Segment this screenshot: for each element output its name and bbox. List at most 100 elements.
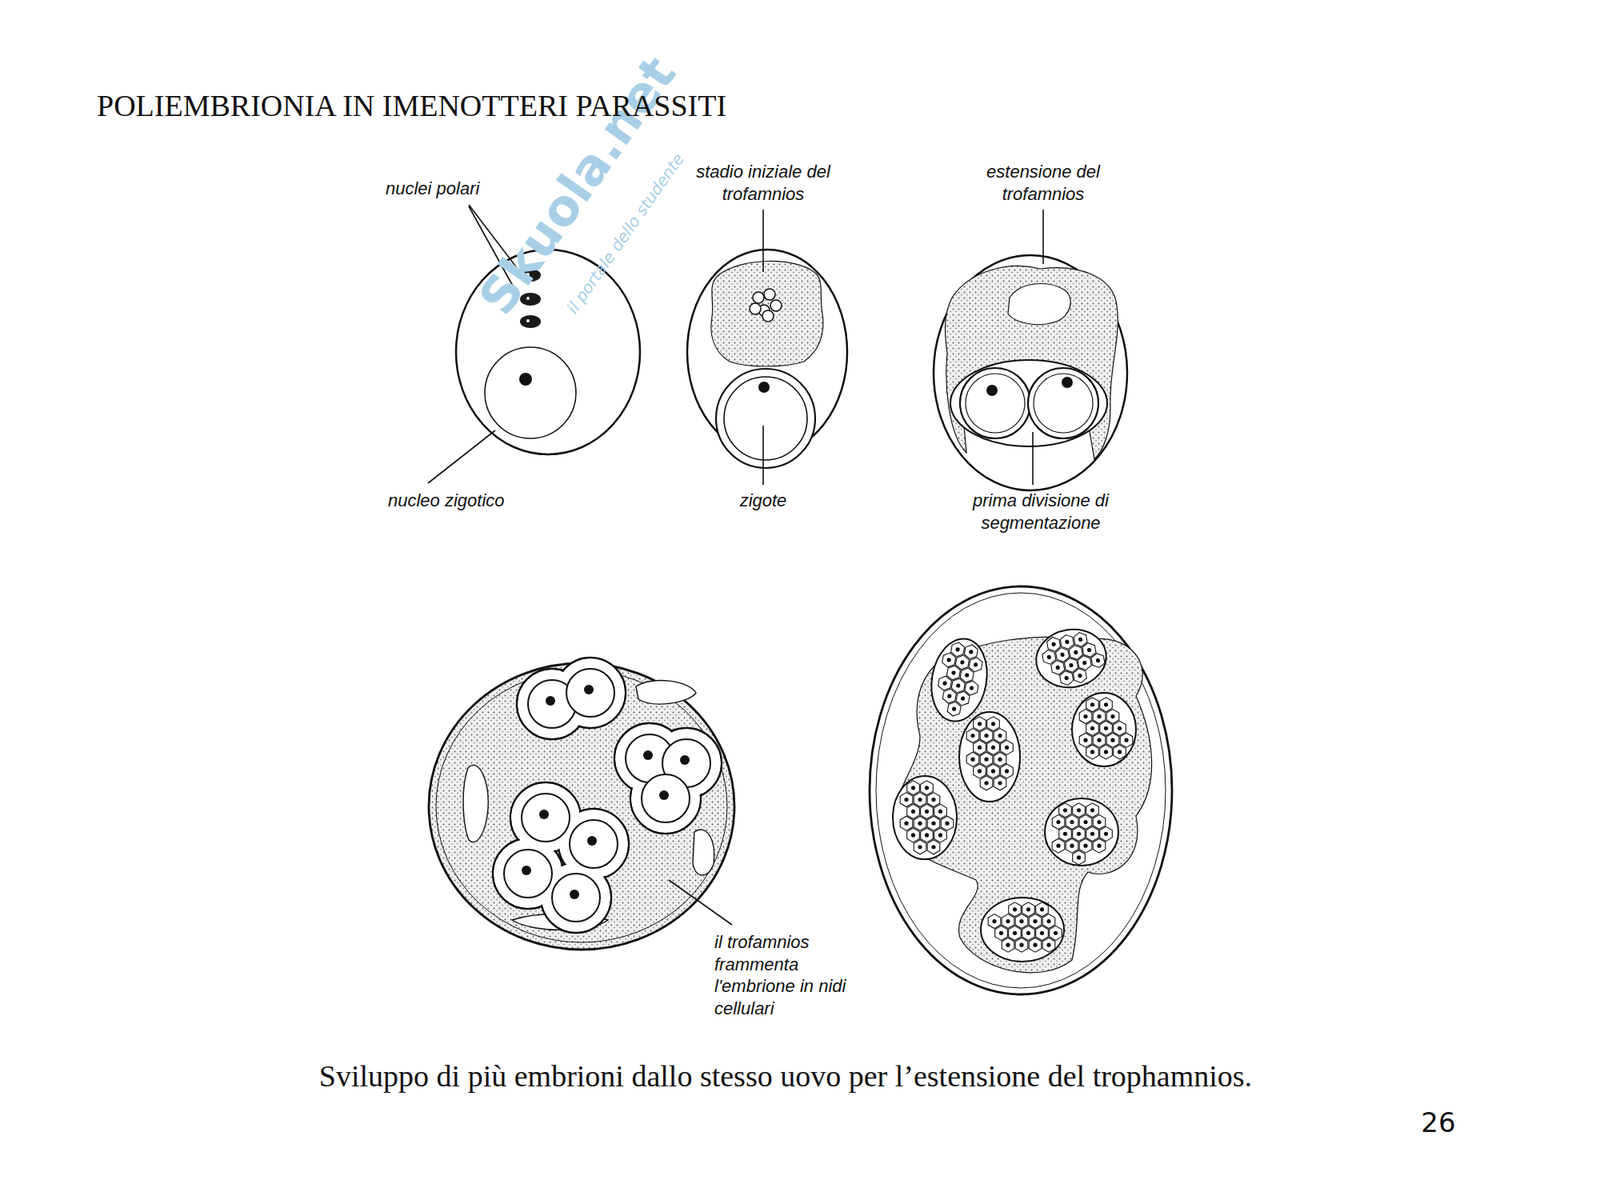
polar-nucleus-remnant [762, 310, 774, 322]
cell-nucleus [1068, 662, 1074, 668]
cell-nucleus [1096, 820, 1101, 824]
egg-outline [869, 586, 1172, 995]
cell [1000, 740, 1014, 755]
cell-nucleus [1077, 673, 1083, 679]
blastomere-nucleus [659, 790, 669, 800]
cell [1086, 720, 1100, 736]
cell [1100, 697, 1113, 712]
cell [988, 914, 1001, 929]
cell [1042, 914, 1056, 929]
cell [927, 840, 940, 855]
zygote-nucleus [758, 381, 770, 393]
cell-nucleus [970, 757, 975, 762]
cell [993, 728, 1007, 744]
cell-nucleus [947, 693, 952, 699]
cell-nucleus [1083, 714, 1088, 719]
blastomere [552, 873, 600, 922]
cell-nucleus [1064, 676, 1069, 681]
cell-nucleus [991, 745, 996, 750]
blastomere-nucleus [569, 889, 580, 900]
cell-nucleus [991, 768, 996, 773]
cell [1092, 815, 1106, 830]
zygotic-nucleus [484, 347, 576, 439]
zygote [724, 376, 808, 460]
lumen [463, 764, 488, 842]
cell-nucleus [1046, 654, 1052, 660]
cell-nucleus [1004, 745, 1009, 750]
nest-outline [959, 712, 1020, 802]
cell-nucleus [1026, 931, 1031, 936]
cell [1049, 925, 1063, 940]
cell-nucleus [1069, 820, 1074, 824]
cell-nucleus [938, 832, 943, 837]
cell [940, 816, 954, 831]
cell-nucleus [1090, 702, 1095, 707]
blastomere [521, 793, 570, 842]
cell-nucleus [1083, 820, 1088, 824]
cell-nucleus [1095, 658, 1100, 664]
cell-nucleus [1019, 919, 1024, 924]
cell [907, 780, 920, 796]
cell [1072, 826, 1086, 841]
nest-outline [980, 897, 1064, 962]
blastomere [960, 368, 1031, 439]
cell [1086, 697, 1100, 712]
cell-nucleus [1078, 636, 1084, 642]
cell-nucleus [1104, 832, 1108, 836]
cell [913, 792, 927, 808]
cell [973, 716, 987, 732]
polar-nucleus-remnant [752, 292, 764, 304]
cell-nucleus [1090, 749, 1095, 754]
cell-nest [980, 897, 1064, 962]
cell-nucleus [964, 672, 970, 678]
cell-nucleus [1051, 641, 1056, 647]
egg-stage-2 [687, 249, 848, 468]
cell-nucleus [924, 809, 929, 814]
cell-nucleus [997, 733, 1002, 738]
part-label: nuclei polari [385, 177, 480, 200]
cell [1028, 914, 1042, 929]
blastomere-nucleus [643, 750, 653, 760]
cell-nest [1044, 798, 1119, 866]
blastomere [504, 849, 552, 898]
blastomere-nucleus [680, 755, 690, 765]
cell-nucleus [970, 733, 975, 738]
cell [934, 828, 948, 843]
cell [1092, 732, 1106, 748]
cell [1001, 937, 1015, 952]
cell [980, 776, 993, 791]
cell-nucleus [924, 832, 929, 837]
cell-nucleus [1056, 820, 1060, 824]
cell [1065, 815, 1079, 830]
cell-nucleus [1117, 749, 1122, 754]
blastomere-nucleus [584, 684, 594, 695]
zygote-membrane [716, 368, 816, 468]
cell-nest [492, 782, 629, 933]
cell-nucleus [931, 821, 936, 826]
cell-nucleus [1117, 726, 1122, 731]
cell [987, 716, 1000, 732]
egg-stage-5 [869, 586, 1172, 995]
slide-title: POLIEMBRIONIA IN IMENOTTERI PARASSITI [96, 87, 727, 126]
cell [913, 840, 927, 855]
cell-nucleus [924, 785, 929, 790]
cell [1072, 667, 1088, 684]
cell [1059, 826, 1072, 841]
cell-nucleus [1110, 714, 1115, 719]
cell-nucleus [997, 780, 1002, 785]
cell [1113, 720, 1127, 736]
blastomere-inner [965, 373, 1025, 433]
nest-outline [924, 634, 993, 726]
cell [900, 816, 913, 831]
cell-nucleus [1124, 738, 1128, 743]
figure-caption: Sviluppo di più embrioni dallo stesso uo… [319, 1057, 1252, 1096]
blastomere-inner [1033, 373, 1093, 433]
cell [1106, 732, 1120, 748]
cell-nucleus [1104, 726, 1108, 731]
cell-nucleus [973, 662, 979, 668]
cell [973, 740, 987, 755]
cell-nucleus [999, 931, 1004, 936]
nucleolus [519, 372, 532, 386]
cell [1059, 669, 1074, 686]
